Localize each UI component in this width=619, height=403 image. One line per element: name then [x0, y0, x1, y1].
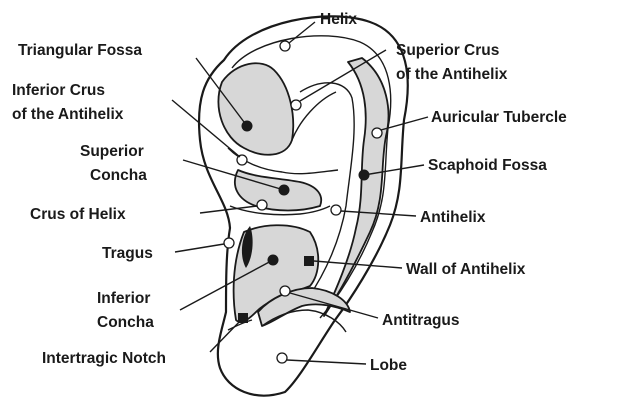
label-helix: Helix [320, 11, 357, 28]
antitragus-marker [280, 286, 290, 296]
label-lobe: Lobe [370, 357, 407, 374]
label-antitragus: Antitragus [382, 312, 460, 329]
tragus-leader [175, 244, 224, 252]
label-superior-concha-1: Superior [80, 143, 144, 160]
label-inferior-crus-2: of the Antihelix [12, 106, 124, 123]
label-auricular-tubercle: Auricular Tubercle [431, 109, 567, 126]
label-superior-concha-2: Concha [90, 167, 147, 184]
label-inferior-crus-1: Inferior Crus [12, 82, 105, 99]
label-crus-of-helix: Crus of Helix [30, 206, 126, 223]
antihelix-marker [331, 205, 341, 215]
label-superior-crus-1: Superior Crus [396, 42, 499, 59]
ear-drawing [199, 16, 408, 395]
helix-marker [280, 41, 290, 51]
wall-of-antihelix-marker [304, 256, 314, 266]
auricular-tubercle-marker [372, 128, 382, 138]
label-intertragic-notch: Intertragic Notch [42, 350, 166, 367]
label-superior-crus-2: of the Antihelix [396, 66, 508, 83]
label-wall-of-antihelix: Wall of Antihelix [406, 261, 526, 278]
label-triangular-fossa: Triangular Fossa [18, 42, 142, 59]
label-antihelix: Antihelix [420, 209, 486, 226]
tragus-marker [224, 238, 234, 248]
lobe-marker [277, 353, 287, 363]
label-inferior-concha-1: Inferior [97, 290, 150, 307]
crus-of-helix-marker [257, 200, 267, 210]
label-inferior-concha-2: Concha [97, 314, 154, 331]
superior-crus-marker [291, 100, 301, 110]
label-scaphoid-fossa: Scaphoid Fossa [428, 157, 547, 174]
label-tragus: Tragus [102, 245, 153, 262]
